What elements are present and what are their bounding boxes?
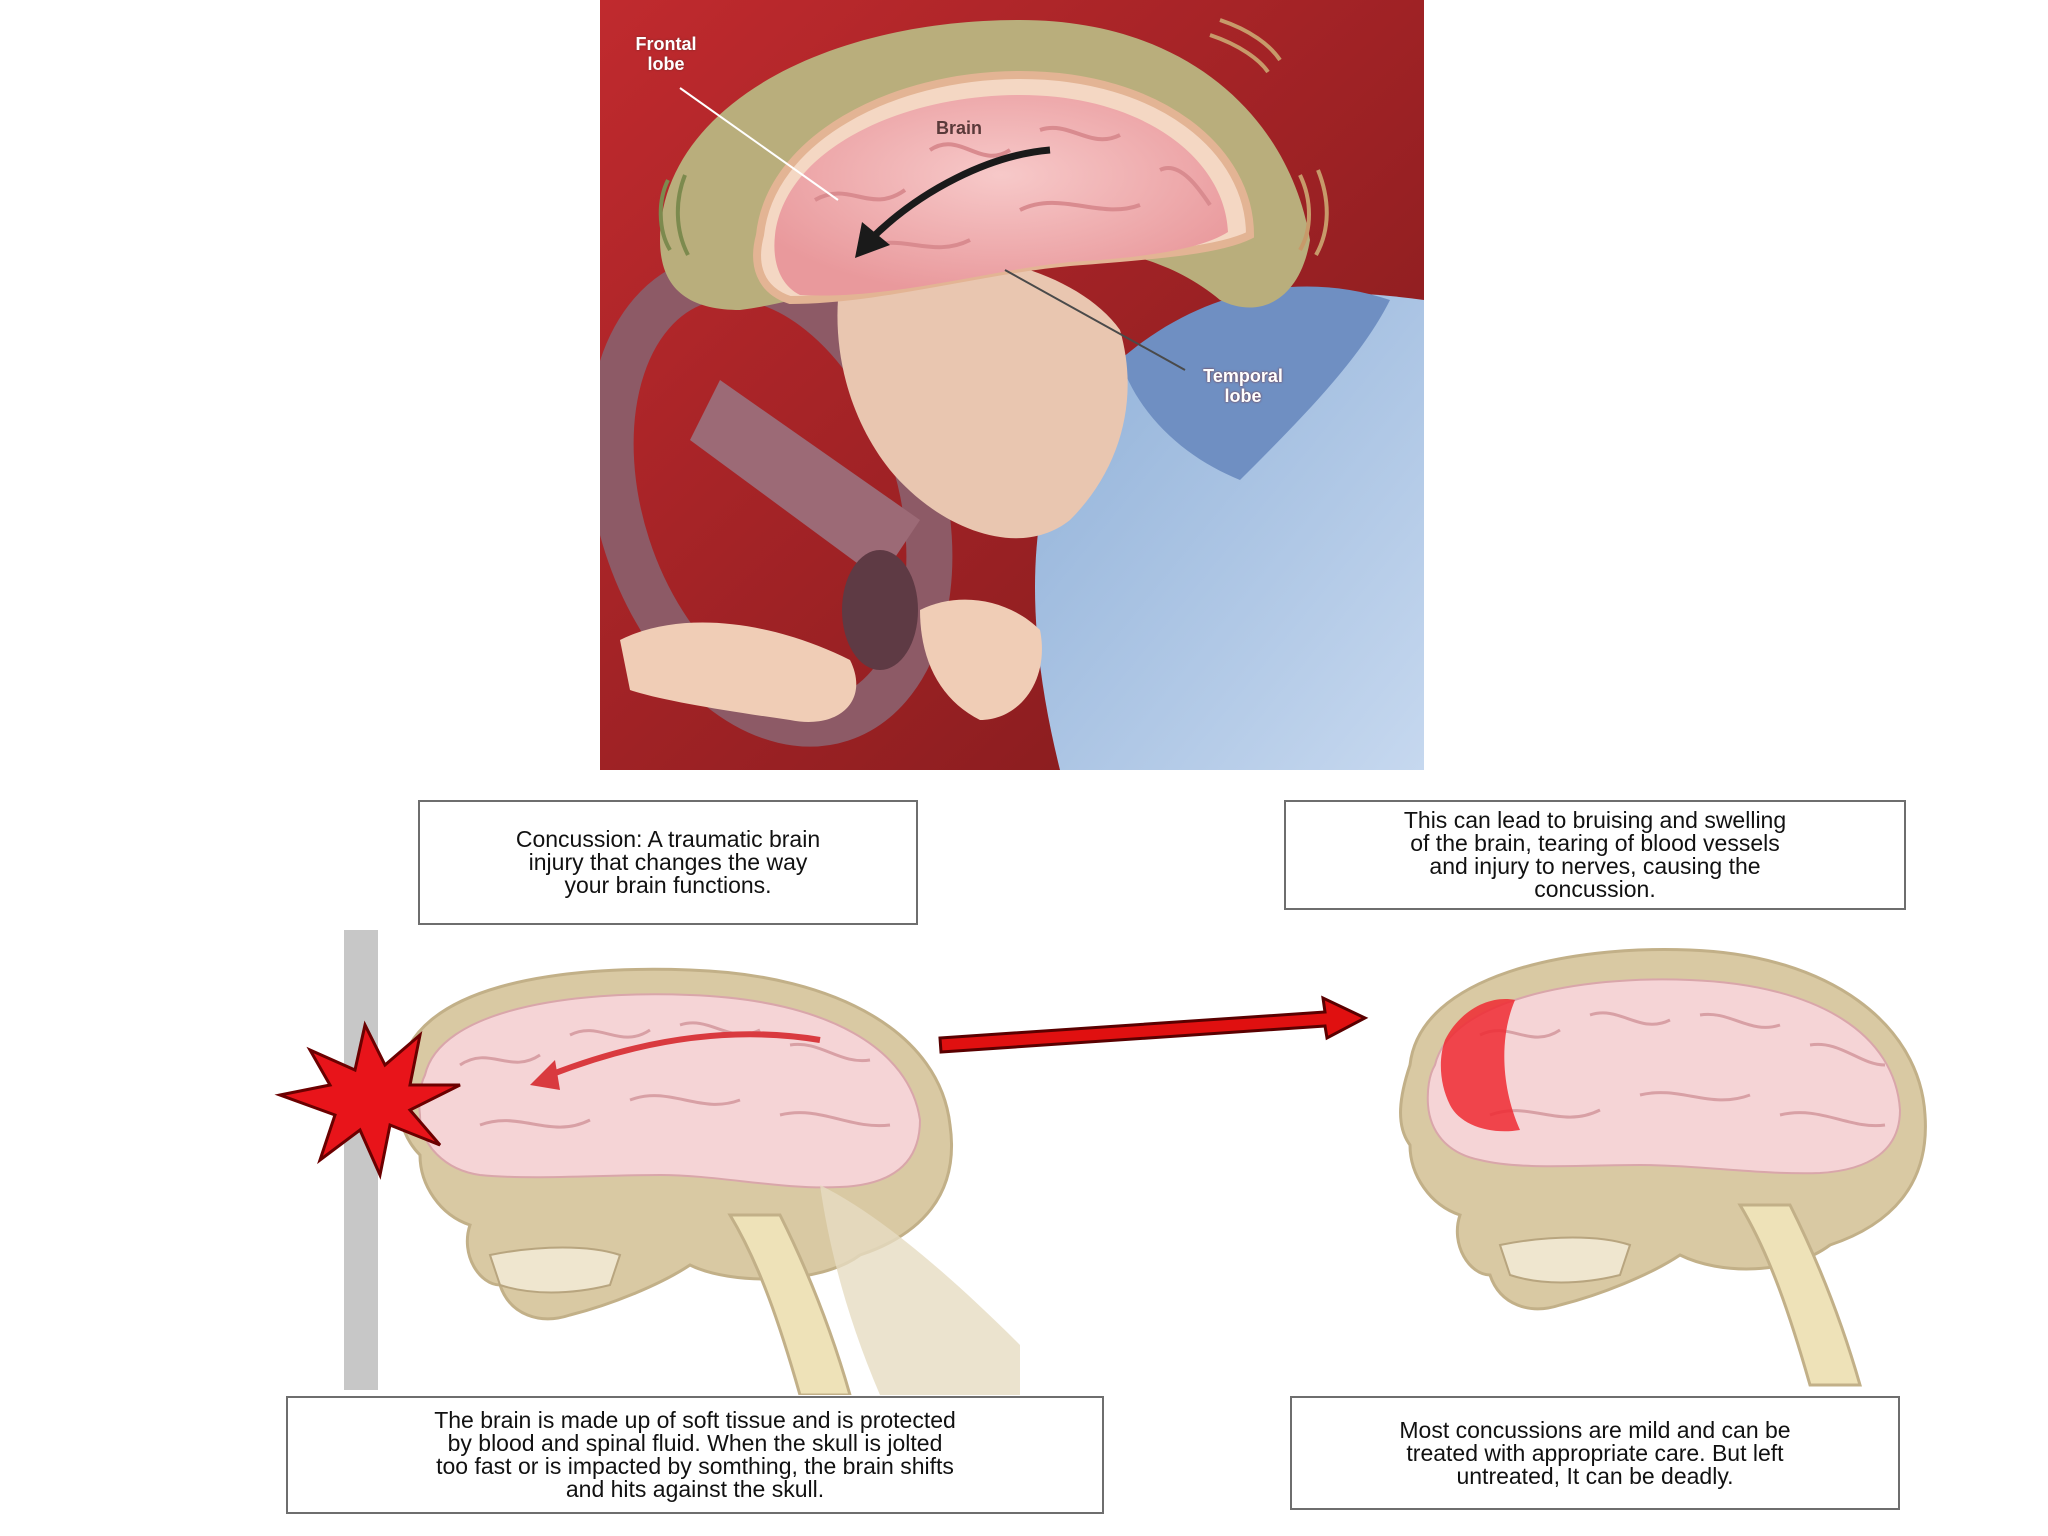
definition-caption: Concussion: A traumatic brain injury tha…: [418, 800, 918, 925]
driver-crash-artwork: [587, 0, 1424, 770]
impact-skull-diagram: [260, 925, 1060, 1397]
frontal-lobe-label: Frontal lobe: [635, 34, 697, 74]
bruised-skull-diagram: [1340, 925, 1940, 1395]
bruised-skull-artwork: [1399, 948, 1927, 1387]
temporal-lobe-label: Temporal lobe: [1203, 366, 1283, 406]
progression-arrow-artwork: [938, 995, 1369, 1054]
impact-burst: [274, 1020, 461, 1180]
driver-crash-illustration: Frontal lobe Brain Temporal lobe: [587, 0, 1424, 770]
mechanism-caption: The brain is made up of soft tissue and …: [286, 1396, 1104, 1514]
prognosis-caption: Most concussions are mild and can be tre…: [1290, 1396, 1900, 1510]
brain-label: Brain: [936, 118, 983, 138]
bruise-region: [1440, 999, 1520, 1132]
impact-skull-artwork: [274, 930, 1020, 1397]
consequence-caption: This can lead to bruising and swelling o…: [1284, 800, 1906, 910]
progression-arrow: [935, 990, 1375, 1060]
